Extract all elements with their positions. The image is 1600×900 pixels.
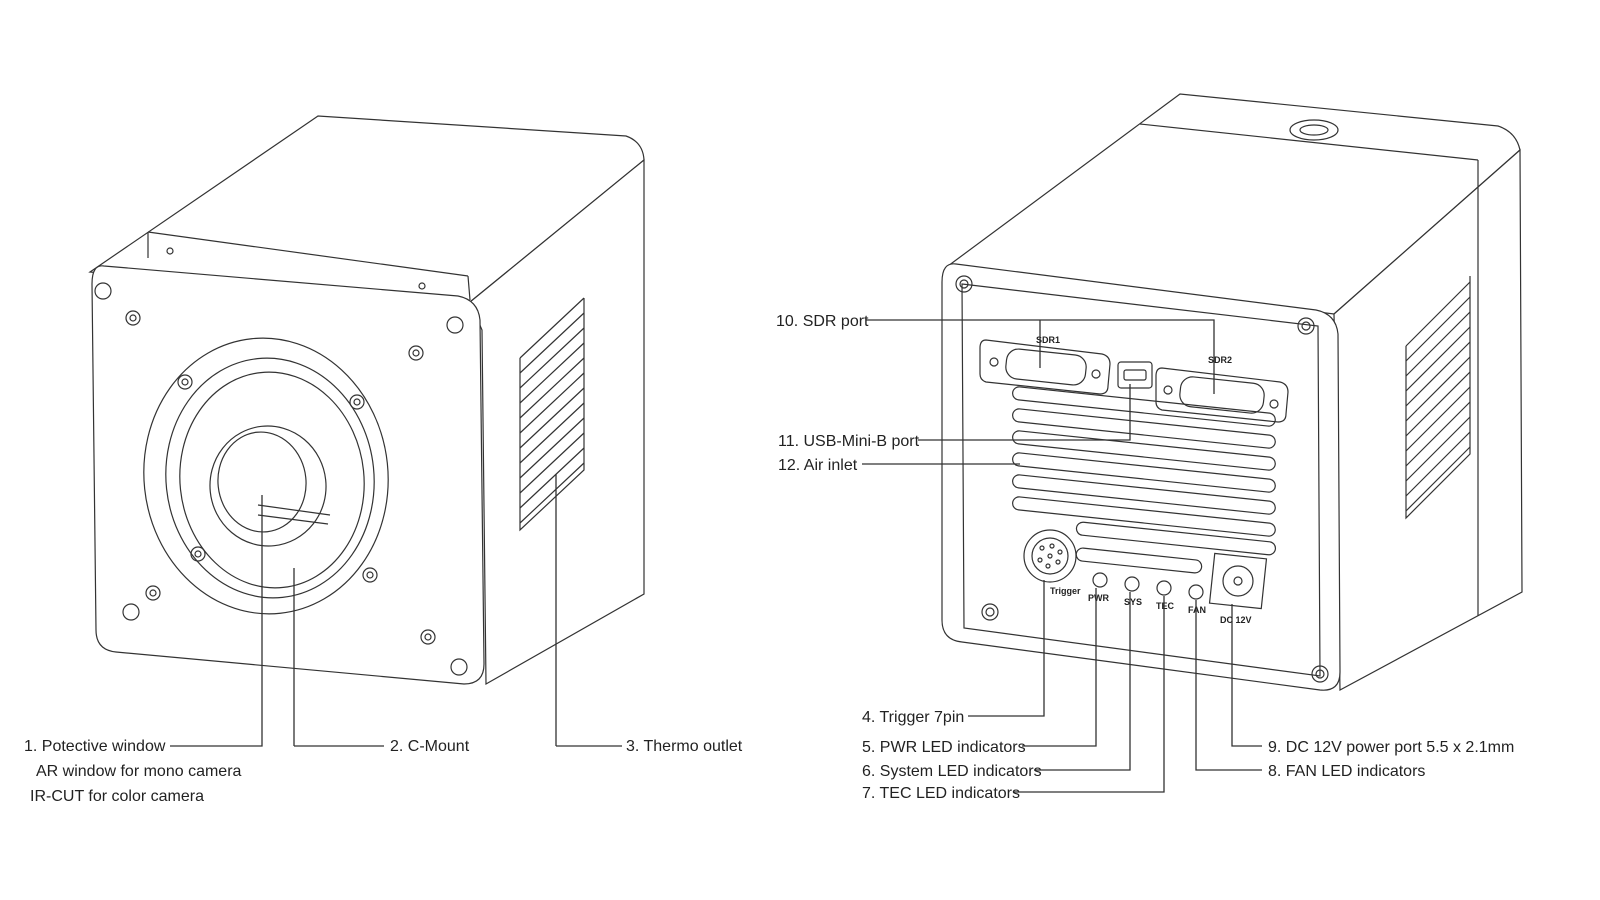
callout-4: 4. Trigger 7pin xyxy=(862,709,964,726)
callout-5: 5. PWR LED indicators xyxy=(862,739,1026,756)
callout-10: 10. SDR port xyxy=(776,313,869,330)
pwr-label: PWR xyxy=(1088,593,1109,603)
leader-lines xyxy=(170,319,1262,793)
dc-label: DC 12V xyxy=(1220,615,1252,625)
sdr2-label: SDR2 xyxy=(1208,355,1232,365)
front-camera-drawing xyxy=(88,115,645,686)
callout-9: 9. DC 12V power port 5.5 x 2.1mm xyxy=(1268,739,1514,756)
callout-1-title: 1. Potective window xyxy=(24,738,166,755)
air-inlet-grille xyxy=(1012,386,1277,574)
callout-3: 3. Thermo outlet xyxy=(626,738,743,755)
callout-1-line-3: IR-CUT for color camera xyxy=(30,788,204,805)
callout-labels: 1. Potective window AR window for mono c… xyxy=(24,313,1514,805)
callout-6: 6. System LED indicators xyxy=(862,763,1042,780)
callout-2: 2. C-Mount xyxy=(390,738,470,755)
led-indicators: PWR SYS TEC FAN xyxy=(1088,572,1206,615)
trigger-label: Trigger xyxy=(1050,586,1081,596)
callout-12: 12. Air inlet xyxy=(778,457,858,474)
sdr2-connector: SDR2 xyxy=(1155,355,1289,423)
front-grille xyxy=(519,297,585,532)
rear-camera-drawing: SDR1 SDR2 xyxy=(941,93,1523,691)
callout-11: 11. USB-Mini-B port xyxy=(778,433,920,450)
trigger-connector: Trigger xyxy=(1023,529,1081,596)
fan-label: FAN xyxy=(1188,605,1206,615)
tec-label: TEC xyxy=(1156,601,1175,611)
callout-7: 7. TEC LED indicators xyxy=(862,785,1020,802)
sdr1-connector: SDR1 xyxy=(979,335,1111,395)
sdr1-label: SDR1 xyxy=(1036,335,1060,345)
sys-label: SYS xyxy=(1124,597,1142,607)
usb-mini-b-port xyxy=(1117,361,1153,389)
callout-8: 8. FAN LED indicators xyxy=(1268,763,1425,780)
callout-1-line-2: AR window for mono camera xyxy=(36,763,242,780)
dc-power-jack: DC 12V xyxy=(1208,552,1268,625)
rear-side-grille xyxy=(1405,276,1471,520)
